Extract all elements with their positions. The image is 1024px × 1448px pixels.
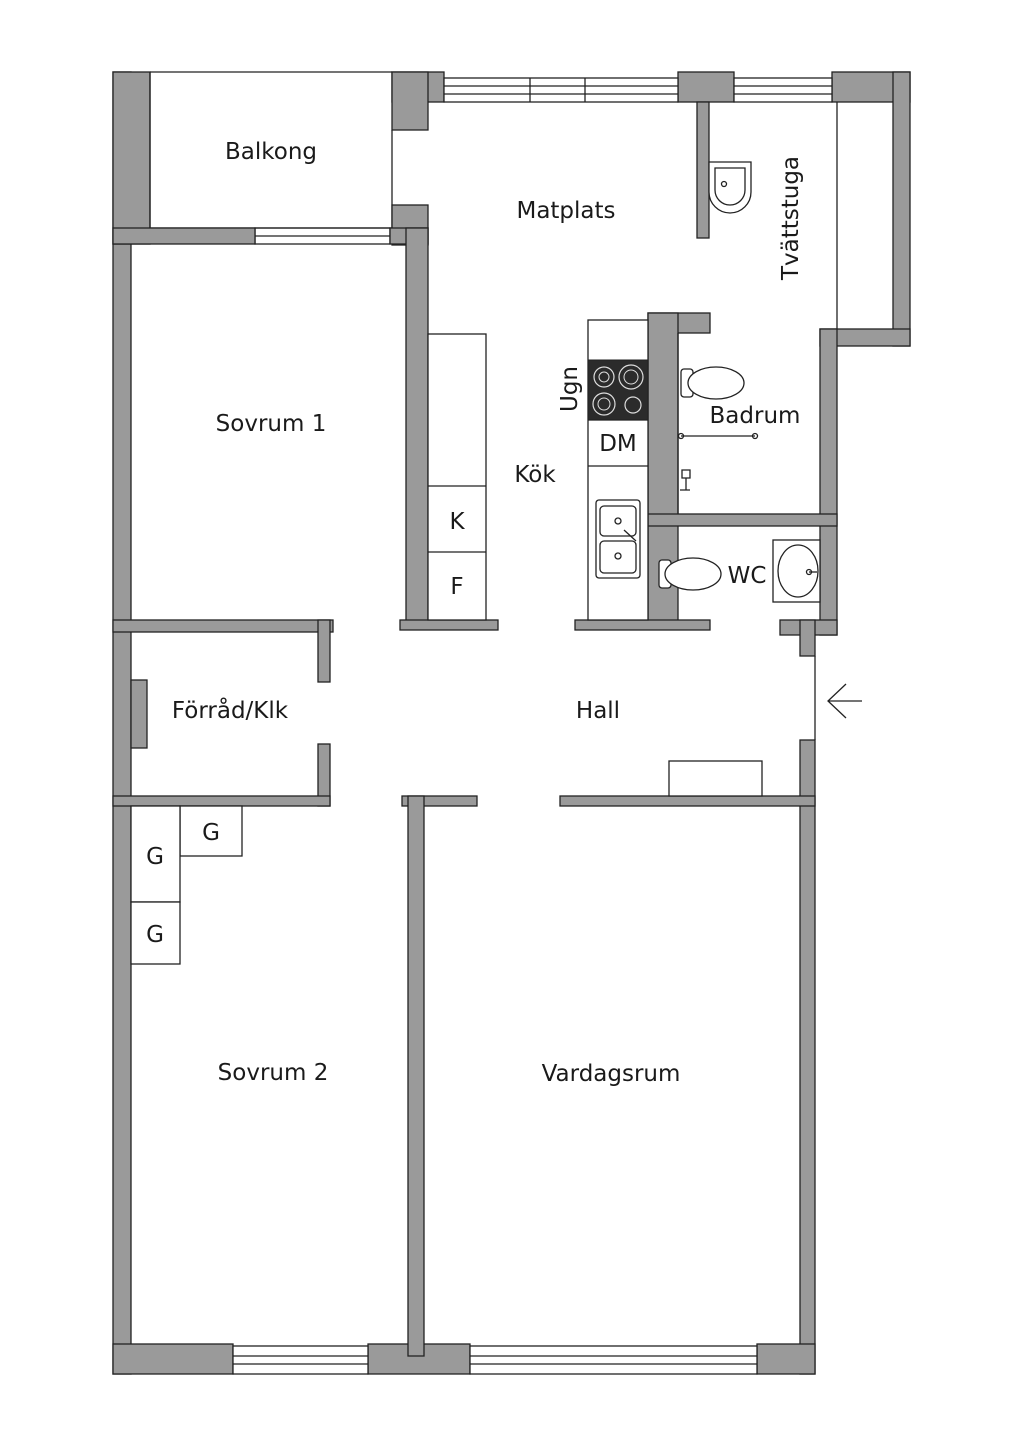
window-tvattstuga [733, 77, 833, 103]
window-sovrum1 [254, 227, 391, 245]
entry-arrow-icon [827, 683, 862, 719]
kitchen-fixtures [427, 319, 649, 621]
wardrobe-g3 [130, 901, 181, 965]
label-vardagsrum: Vardagsrum [542, 1061, 681, 1087]
label-kok: Kök [514, 462, 556, 488]
hall-cabinet [668, 760, 763, 797]
kitchen-counter-left [427, 333, 487, 621]
label-hall: Hall [576, 698, 620, 724]
outer-walls [112, 71, 911, 1375]
shower-mixer-icon [680, 469, 691, 491]
label-k: K [449, 509, 465, 535]
wardrobes [130, 805, 243, 965]
label-g3: G [146, 922, 164, 948]
label-tvattstuga: Tvättstuga [778, 156, 804, 281]
interior-walls [112, 101, 838, 1357]
label-g1: G [202, 820, 220, 846]
window-sovrum2 [232, 1345, 369, 1375]
label-matplats: Matplats [516, 198, 615, 224]
room-labels: Balkong Matplats Tvättstuga Sovrum 1 Kök… [146, 139, 804, 1087]
entrance [814, 656, 862, 740]
label-wc: WC [728, 563, 767, 589]
label-f: F [450, 574, 463, 600]
windows [232, 77, 833, 1375]
label-forrad: Förråd/Klk [172, 696, 289, 724]
laundry-sink-icon [708, 161, 752, 214]
label-dm: DM [599, 431, 637, 457]
label-sovrum1: Sovrum 1 [216, 411, 327, 437]
toilet-icon [680, 366, 745, 400]
bathroom-fixtures [677, 366, 759, 491]
label-balkong: Balkong [225, 139, 317, 165]
wc-fixtures [658, 539, 821, 603]
wardrobe-g2 [130, 805, 181, 903]
shower-rail-icon [677, 432, 759, 440]
label-g2: G [146, 844, 164, 870]
laundry-fixtures [708, 161, 752, 214]
label-badrum: Badrum [710, 403, 801, 429]
label-ugn: Ugn [557, 366, 583, 412]
wc-toilet-icon [658, 557, 722, 591]
window-vardagsrum [469, 1345, 758, 1375]
wardrobe-g1 [179, 805, 243, 857]
kitchen-sink-icon [595, 499, 641, 579]
wc-sink-icon [772, 539, 821, 603]
label-sovrum2: Sovrum 2 [218, 1060, 329, 1086]
window-matplats [443, 77, 679, 103]
